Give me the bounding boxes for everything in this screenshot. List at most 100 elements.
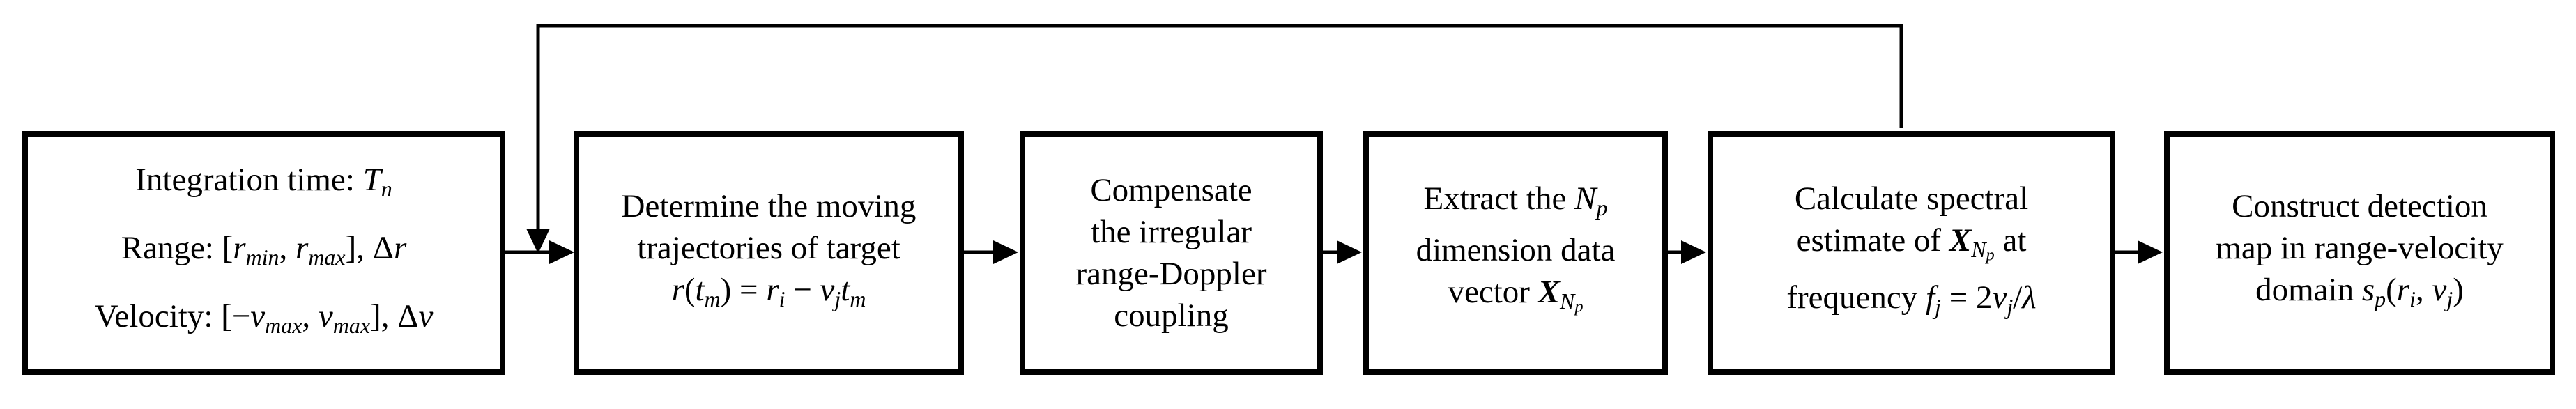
text-segment: ( xyxy=(2386,272,2397,309)
text-segment: estimate of xyxy=(1796,222,1949,259)
arrow-trajectories-coupling xyxy=(961,240,1018,264)
text-segment: j xyxy=(2007,294,2014,319)
text-segment: λ xyxy=(2022,279,2037,316)
text-segment: frequency xyxy=(1786,279,1926,316)
text-segment: Extract the xyxy=(1423,180,1575,217)
text-segment: n xyxy=(381,177,392,202)
box-text-line: Extract the Np xyxy=(1424,178,1608,229)
box-text-line: the irregular xyxy=(1091,211,1252,253)
text-segment: m xyxy=(704,286,721,311)
text-segment: − xyxy=(785,272,820,309)
text-segment: at xyxy=(1994,222,2027,259)
text-segment: , xyxy=(302,298,319,334)
text-segment: r xyxy=(393,230,407,267)
text-segment: N xyxy=(1971,238,1986,263)
text-segment: r xyxy=(671,272,684,309)
box-text-line: map in range-velocity xyxy=(2216,227,2503,269)
text-segment: j xyxy=(1935,294,1941,319)
arrow-coupling-vector xyxy=(1320,240,1362,264)
text-segment: v xyxy=(2432,272,2447,309)
text-segment: N xyxy=(1574,180,1597,217)
arrowhead-right-icon xyxy=(993,240,1018,264)
text-segment: Integration time: xyxy=(135,162,363,199)
box-text-line: Velocity: [−vmax, vmax], Δv xyxy=(95,287,434,355)
arrowhead-down-icon xyxy=(526,229,550,254)
text-segment: ) = xyxy=(720,272,767,309)
box-text-line: Range: [rmin, rmax], Δr xyxy=(121,219,407,287)
text-segment: ], Δ xyxy=(345,230,394,267)
text-segment: ], Δ xyxy=(370,298,419,334)
feedback-loop-spectral-trajectories xyxy=(526,24,1903,254)
arrow-spectral-map xyxy=(2111,240,2163,264)
box-text-line: Calculate spectral xyxy=(1795,178,2028,219)
text-segment: , xyxy=(2415,272,2432,309)
box-detection-map: Construct detection map in range-velocit… xyxy=(2164,131,2555,375)
text-segment: vector xyxy=(1448,274,1538,311)
text-segment: i xyxy=(779,286,785,311)
arrowhead-right-icon xyxy=(1337,240,1362,264)
text-segment: Determine the moving xyxy=(621,188,917,225)
text-segment: N xyxy=(1560,289,1575,314)
text-segment: f xyxy=(1925,279,1935,316)
text-segment: Construct detection xyxy=(2232,188,2487,225)
feedback-line xyxy=(536,24,1903,231)
text-segment: i xyxy=(2409,286,2416,311)
text-segment: max xyxy=(265,313,302,338)
text-segment: s xyxy=(2361,272,2375,309)
arrowhead-right-icon xyxy=(549,240,574,264)
box-text-line: dimension data xyxy=(1416,229,1616,271)
text-segment: = 2 xyxy=(1940,279,1993,316)
text-segment: v xyxy=(250,298,266,334)
text-segment: p xyxy=(2375,286,2386,311)
box-coupling: Compensate the irregular range-Doppler c… xyxy=(1020,131,1323,375)
text-segment: p xyxy=(1986,245,1995,265)
box-text-line: Construct detection xyxy=(2232,185,2487,227)
text-segment: m xyxy=(850,286,866,311)
box-text-line: frequency fj = 2vj/λ xyxy=(1786,277,2036,328)
box-text-line: trajectories of target xyxy=(637,227,900,269)
text-segment: max xyxy=(332,313,371,338)
box-spectral: Calculate spectral estimate of XNp at fr… xyxy=(1708,131,2115,375)
arrow-vector-spectral xyxy=(1665,240,1706,264)
box-parameters: Integration time: Tn Range: [rmin, rmax]… xyxy=(22,131,505,375)
box-text-line: Determine the moving xyxy=(622,185,917,227)
box-text-line: Integration time: Tn xyxy=(135,151,392,219)
box-trajectories: Determine the moving trajectories of tar… xyxy=(574,131,964,375)
text-segment: v xyxy=(318,298,333,334)
text-segment: t xyxy=(841,272,850,309)
text-segment: v xyxy=(820,272,835,309)
text-segment: p xyxy=(1596,196,1608,221)
text-segment: Range: [ xyxy=(121,230,233,267)
text-segment: trajectories of target xyxy=(637,230,900,267)
text-segment: , xyxy=(279,230,296,267)
box-text-line: domain sp(ri, vj) xyxy=(2255,269,2464,321)
text-segment: / xyxy=(2013,279,2023,316)
text-segment: the irregular xyxy=(1091,214,1252,250)
box-text-line: coupling xyxy=(1114,295,1228,337)
text-segment: v xyxy=(418,298,434,334)
text-segment: min xyxy=(245,245,279,270)
text-segment: j xyxy=(834,286,841,311)
text-segment: T xyxy=(362,162,381,199)
text-segment: X xyxy=(1538,274,1560,311)
arrow-parameters-trajectories xyxy=(503,240,574,264)
text-segment: r xyxy=(233,230,246,267)
box-text-line: vector XNp xyxy=(1448,271,1583,327)
text-segment: Velocity: [− xyxy=(94,298,251,334)
text-segment: t xyxy=(695,272,705,309)
text-segment: coupling xyxy=(1114,298,1229,334)
box-text-line: r(tm) = ri − vjtm xyxy=(672,269,866,321)
text-segment: ) xyxy=(2453,272,2464,309)
text-segment: ( xyxy=(684,272,696,309)
box-text-line: range-Doppler xyxy=(1075,253,1266,295)
text-segment: r xyxy=(766,272,779,309)
text-segment: Compensate xyxy=(1090,172,1252,208)
text-segment: r xyxy=(2396,272,2410,309)
text-segment: v xyxy=(1992,279,2007,316)
text-segment: Calculate spectral xyxy=(1794,180,2029,217)
box-text-line: Compensate xyxy=(1090,169,1252,211)
text-segment: max xyxy=(308,245,346,270)
text-segment: map in range-velocity xyxy=(2216,230,2504,267)
